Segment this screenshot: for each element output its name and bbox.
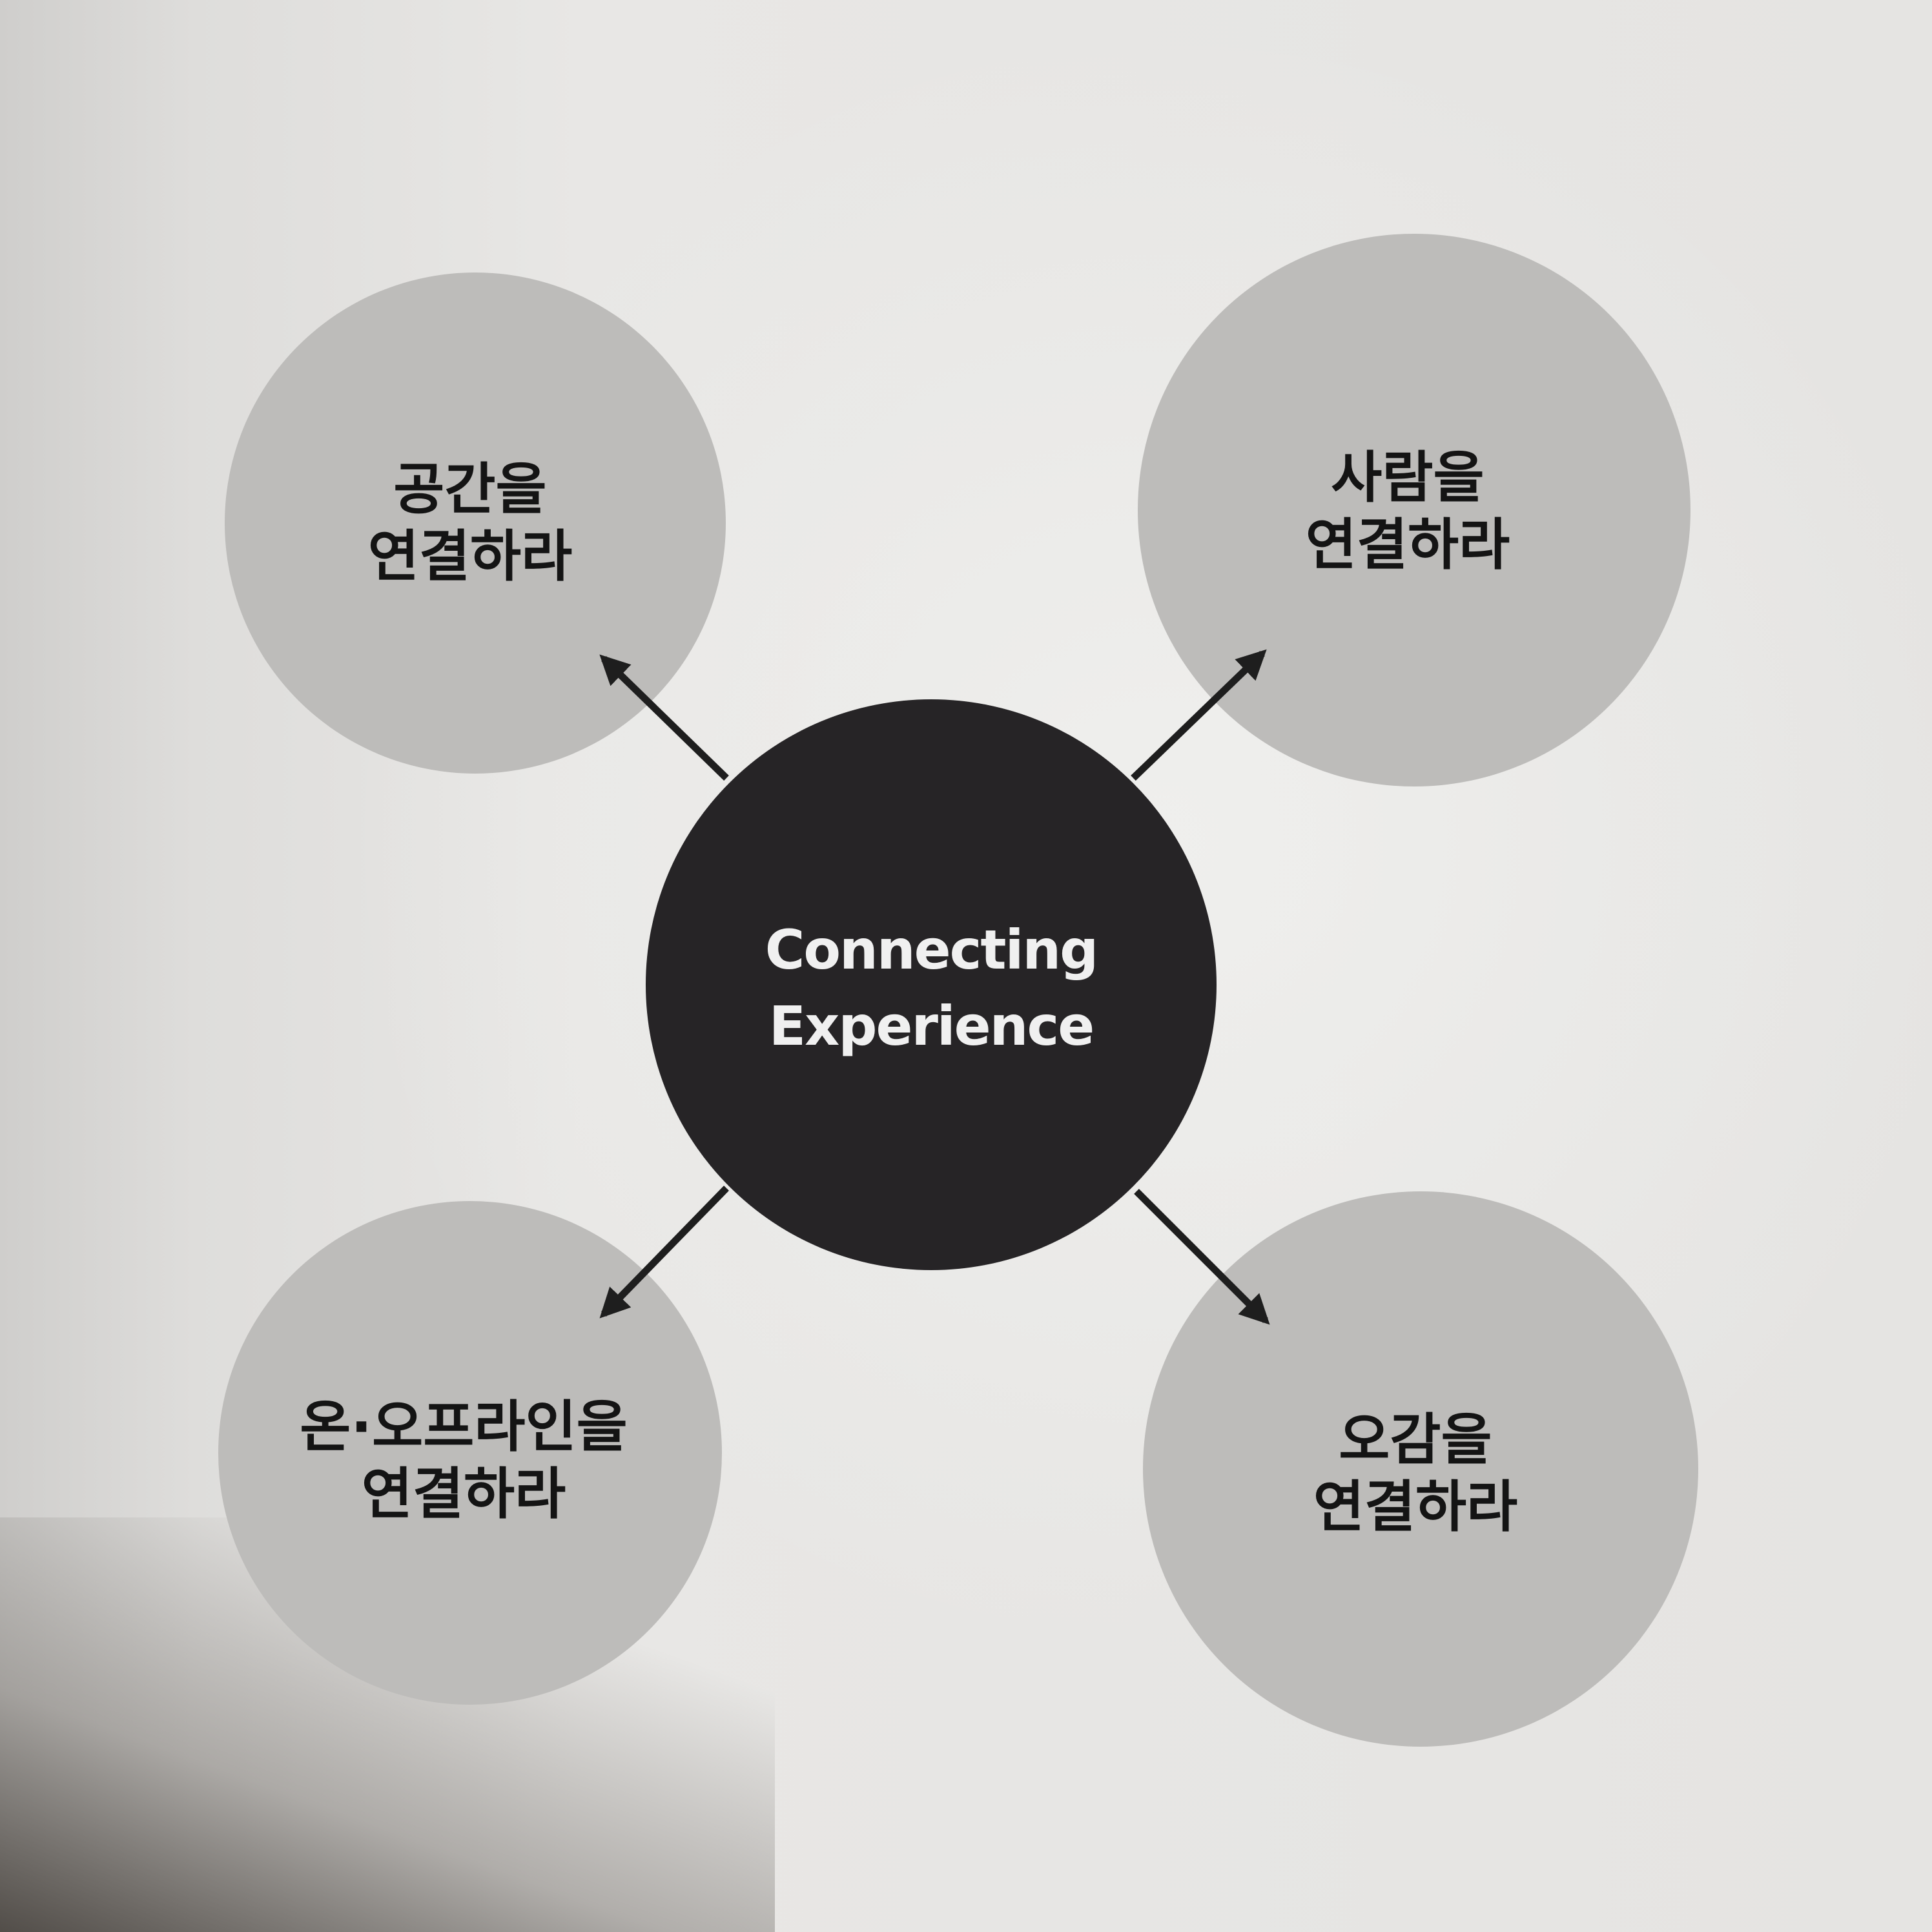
center-label-line1: Connecting bbox=[765, 918, 1099, 981]
arrow-to-space bbox=[599, 654, 729, 781]
center-label: Connecting Experience bbox=[765, 912, 1099, 1064]
node-label-line1: 온·오프라인을 bbox=[300, 1395, 628, 1459]
node-label-line2: 연결하라 bbox=[1305, 513, 1510, 577]
center-circle bbox=[646, 699, 1217, 1270]
node-label-line1: 공간을 bbox=[393, 457, 547, 522]
node-label-line2: 연결하라 bbox=[367, 524, 573, 589]
arrow-to-online-offline bbox=[599, 1186, 729, 1319]
node-circle-space bbox=[225, 272, 726, 774]
node-label-line2: 연결하라 bbox=[361, 1462, 566, 1526]
node-circle-online-offline bbox=[218, 1201, 722, 1705]
node-label-line1: 사람을 bbox=[1331, 446, 1485, 510]
node-label-space: 공간을 연결하라 bbox=[368, 456, 572, 590]
node-label-online-offline: 온·오프라인을 연결하라 bbox=[300, 1393, 627, 1528]
node-label-line2: 연결하라 bbox=[1313, 1475, 1518, 1539]
node-label-people: 사람을 연결하라 bbox=[1306, 444, 1510, 579]
node-circle-senses bbox=[1143, 1191, 1698, 1747]
node-label-senses: 오감을 연결하라 bbox=[1313, 1406, 1517, 1541]
arrow-to-senses bbox=[1134, 1189, 1270, 1325]
node-label-line1: 오감을 bbox=[1339, 1408, 1492, 1472]
arrow-to-people bbox=[1131, 649, 1267, 781]
node-circle-people bbox=[1138, 234, 1690, 786]
center-label-line2: Experience bbox=[768, 994, 1094, 1058]
